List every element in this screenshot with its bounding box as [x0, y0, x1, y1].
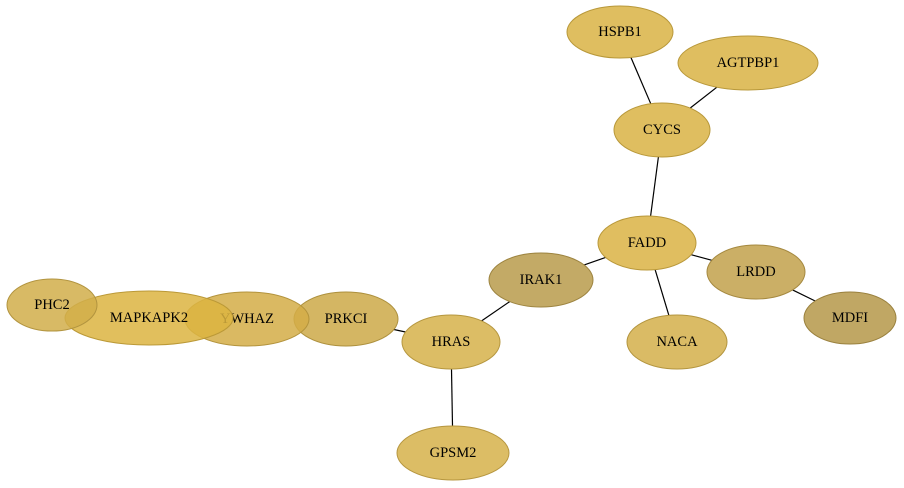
node-label-hras: HRAS	[432, 334, 471, 350]
edges-layer	[393, 57, 816, 427]
edge-fadd-lrdd	[690, 254, 713, 261]
node-label-mapkapk2: MAPKAPK2	[110, 310, 188, 326]
edge-hras-prkci	[393, 328, 406, 333]
node-label-hspb1: HSPB1	[598, 24, 642, 40]
node-label-naca: NACA	[656, 334, 698, 350]
node-shape-irak1	[488, 252, 594, 308]
edge-lrdd-mdfi	[792, 289, 816, 302]
node-irak1[interactable]: IRAK1	[488, 252, 594, 308]
node-gpsm2[interactable]: GPSM2	[396, 425, 510, 481]
node-label-fadd: FADD	[628, 235, 666, 251]
node-shape-gpsm2	[396, 425, 510, 481]
node-label-prkci: PRKCI	[325, 311, 368, 327]
node-prkci[interactable]: PRKCI	[293, 291, 399, 347]
node-phc2[interactable]: PHC2	[6, 278, 98, 332]
node-label-cycs: CYCS	[643, 122, 681, 138]
edge-fadd-irak1	[584, 256, 606, 266]
node-naca[interactable]: NACA	[626, 314, 728, 370]
node-agtpbp1[interactable]: AGTPBP1	[677, 35, 819, 91]
edge-hras-gpsm2	[450, 368, 454, 427]
node-shape-lrdd	[706, 244, 806, 300]
node-shape-mdfi	[803, 291, 897, 345]
edge-cycs-fadd	[650, 156, 659, 217]
node-shape-hspb1	[566, 5, 674, 59]
edge-hspb1-cycs	[630, 57, 652, 105]
node-shape-fadd	[597, 215, 697, 271]
node-label-agtpbp1: AGTPBP1	[717, 55, 780, 71]
node-shape-agtpbp1	[677, 35, 819, 91]
node-shape-hras	[401, 314, 501, 370]
node-label-mdfi: MDFI	[832, 310, 868, 326]
node-label-phc2: PHC2	[34, 297, 69, 313]
node-shape-phc2	[6, 278, 98, 332]
node-hspb1[interactable]: HSPB1	[566, 5, 674, 59]
edge-irak1-hras	[481, 301, 511, 322]
node-shape-cycs	[613, 102, 711, 158]
node-lrdd[interactable]: LRDD	[706, 244, 806, 300]
node-label-gpsm2: GPSM2	[430, 445, 477, 461]
node-hras[interactable]: HRAS	[401, 314, 501, 370]
node-label-ywhaz: YWHAZ	[220, 311, 274, 327]
edge-agtpbp1-cycs	[689, 86, 718, 109]
node-shape-naca	[626, 314, 728, 370]
edge-fadd-naca	[654, 269, 670, 316]
node-label-irak1: IRAK1	[520, 272, 563, 288]
node-mdfi[interactable]: MDFI	[803, 291, 897, 345]
node-cycs[interactable]: CYCS	[613, 102, 711, 158]
node-label-lrdd: LRDD	[736, 264, 775, 280]
node-fadd[interactable]: FADD	[597, 215, 697, 271]
